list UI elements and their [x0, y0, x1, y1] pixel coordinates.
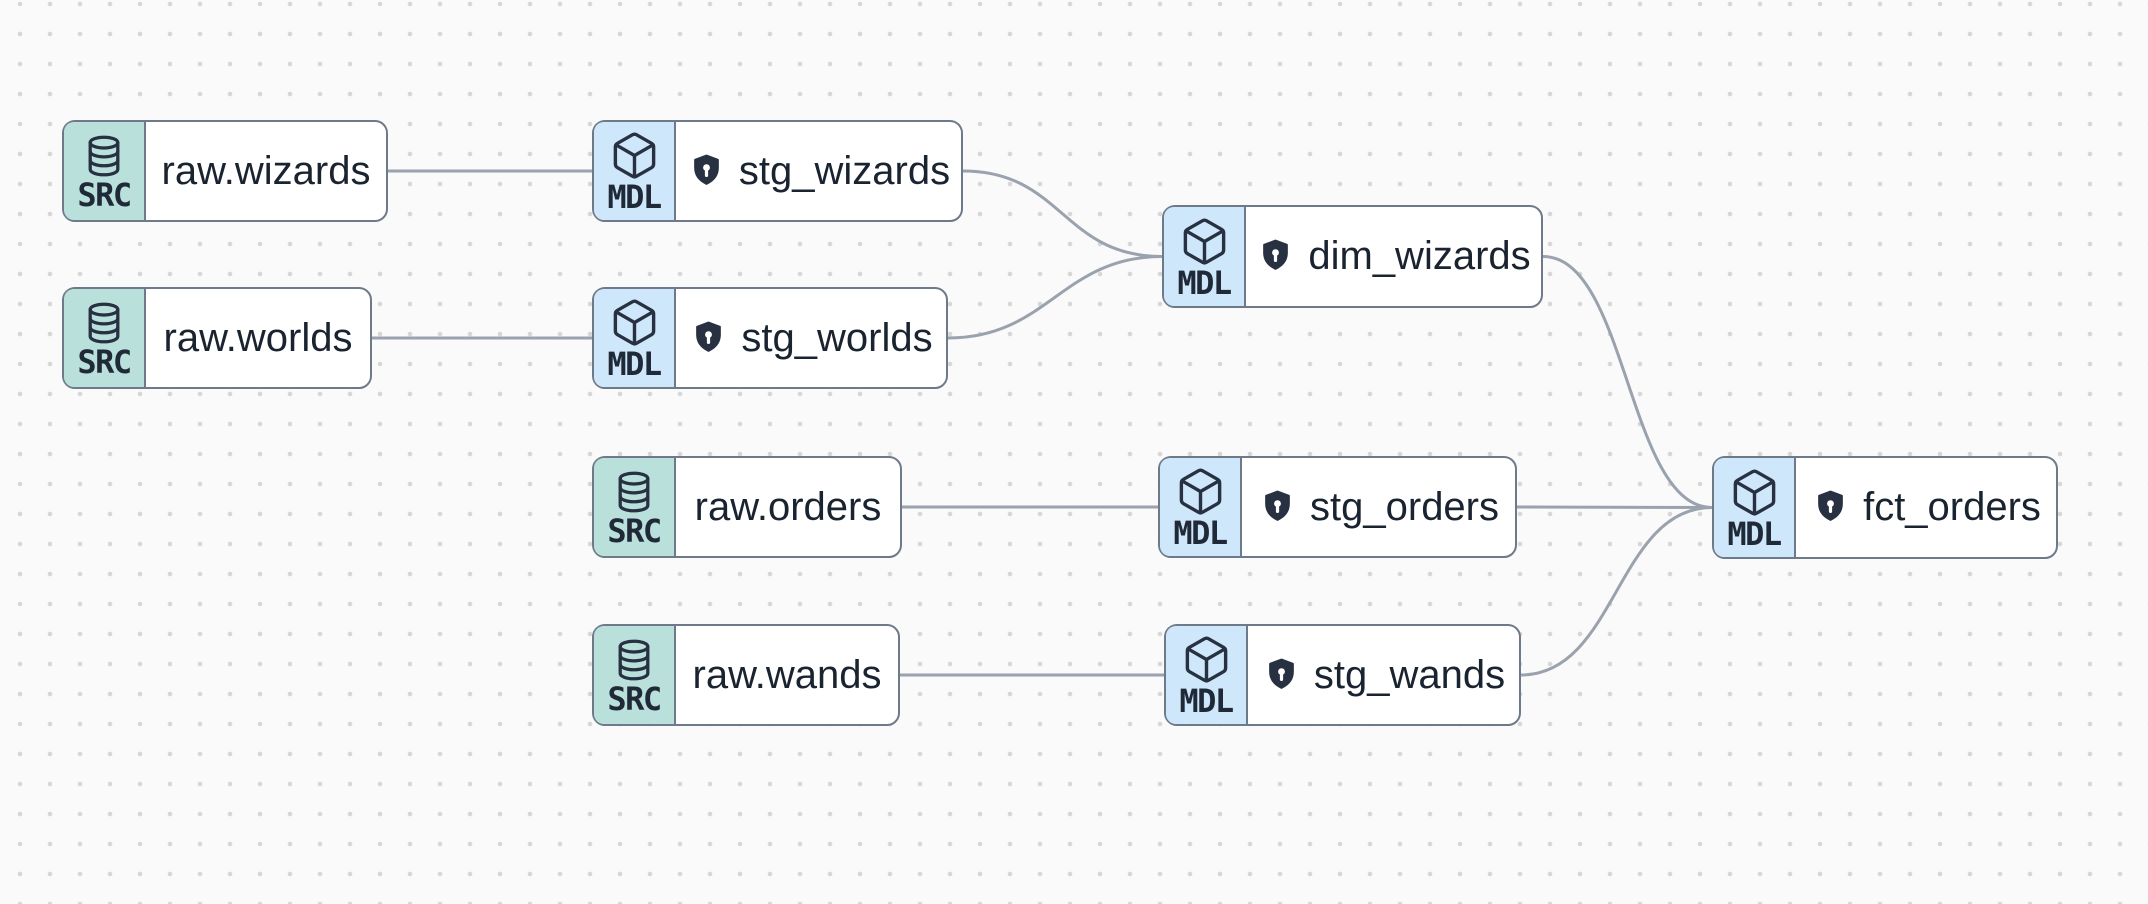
node-type-label: MDL — [1727, 514, 1782, 553]
edge-dim_wizards-fct_orders — [1541, 255, 1714, 509]
shield-lock-icon — [1256, 235, 1295, 278]
node-body: dim_wizards — [1246, 207, 1541, 306]
node-body: stg_orders — [1242, 458, 1515, 556]
node-type-badge: SRC — [64, 289, 146, 387]
node-type-badge: MDL — [1164, 207, 1246, 306]
node-type-label: MDL — [607, 345, 662, 384]
node-body: raw.orders — [676, 458, 900, 556]
node-label: stg_wands — [1313, 652, 1506, 697]
node-raw_wands[interactable]: SRC raw.wands — [592, 624, 900, 726]
node-type-label: SRC — [77, 175, 132, 214]
shield-lock-icon — [1811, 486, 1850, 529]
node-type-badge: SRC — [594, 626, 676, 724]
node-label: stg_wizards — [738, 148, 951, 193]
node-type-label: MDL — [1177, 263, 1232, 302]
node-type-label: MDL — [607, 178, 662, 217]
node-type-label: MDL — [1173, 514, 1228, 553]
node-label: dim_wizards — [1308, 234, 1531, 278]
node-body: stg_wizards — [676, 122, 961, 220]
cube-icon — [609, 130, 660, 181]
cube-icon — [609, 297, 660, 348]
edge-stg_worlds-dim_wizards — [946, 255, 1164, 340]
shield-lock-icon — [689, 317, 728, 360]
node-type-badge: MDL — [1160, 458, 1242, 556]
node-label: stg_orders — [1310, 484, 1499, 529]
node-body: stg_worlds — [676, 289, 946, 387]
node-label: raw.orders — [694, 484, 882, 529]
node-label: raw.worlds — [163, 315, 353, 360]
cube-icon — [1181, 634, 1232, 685]
database-icon — [81, 300, 127, 346]
database-icon — [81, 133, 127, 179]
edge-stg_orders-fct_orders — [1515, 505, 1714, 509]
node-type-badge: MDL — [594, 289, 676, 387]
database-icon — [611, 469, 657, 515]
node-type-label: SRC — [607, 679, 662, 718]
node-label: stg_worlds — [741, 315, 933, 360]
cube-icon — [1175, 466, 1226, 517]
node-type-label: SRC — [77, 342, 132, 381]
node-raw_orders[interactable]: SRC raw.orders — [592, 456, 902, 558]
node-raw_wizards[interactable]: SRC raw.wizards — [62, 120, 388, 222]
node-body: fct_orders — [1796, 458, 2056, 557]
cube-icon — [1729, 467, 1780, 518]
node-stg_orders[interactable]: MDL stg_orders — [1158, 456, 1517, 558]
node-body: stg_wands — [1248, 626, 1519, 724]
node-stg_wizards[interactable]: MDL stg_wizards — [592, 120, 963, 222]
shield-lock-icon — [1262, 654, 1301, 697]
node-type-label: MDL — [1179, 682, 1234, 721]
node-type-badge: MDL — [1714, 458, 1796, 557]
node-body: raw.wizards — [146, 122, 386, 220]
node-stg_wands[interactable]: MDL stg_wands — [1164, 624, 1521, 726]
node-label: raw.wizards — [161, 148, 371, 193]
node-fct_orders[interactable]: MDL fct_orders — [1712, 456, 2058, 559]
node-type-badge: MDL — [594, 122, 676, 220]
node-type-badge: MDL — [1166, 626, 1248, 724]
shield-lock-icon — [1258, 486, 1297, 529]
node-type-badge: SRC — [64, 122, 146, 220]
node-body: raw.worlds — [146, 289, 370, 387]
node-type-label: SRC — [607, 511, 662, 550]
node-raw_worlds[interactable]: SRC raw.worlds — [62, 287, 372, 389]
edge-stg_wands-fct_orders — [1519, 506, 1714, 677]
node-label: fct_orders — [1863, 485, 2041, 529]
node-label: raw.wands — [692, 652, 882, 697]
node-body: raw.wands — [676, 626, 898, 724]
database-icon — [611, 637, 657, 683]
node-dim_wizards[interactable]: MDL dim_wizards — [1162, 205, 1543, 308]
node-stg_worlds[interactable]: MDL stg_worlds — [592, 287, 948, 389]
shield-lock-icon — [687, 150, 726, 193]
cube-icon — [1179, 216, 1230, 267]
node-type-badge: SRC — [594, 458, 676, 556]
edge-stg_wizards-dim_wizards — [961, 169, 1164, 258]
